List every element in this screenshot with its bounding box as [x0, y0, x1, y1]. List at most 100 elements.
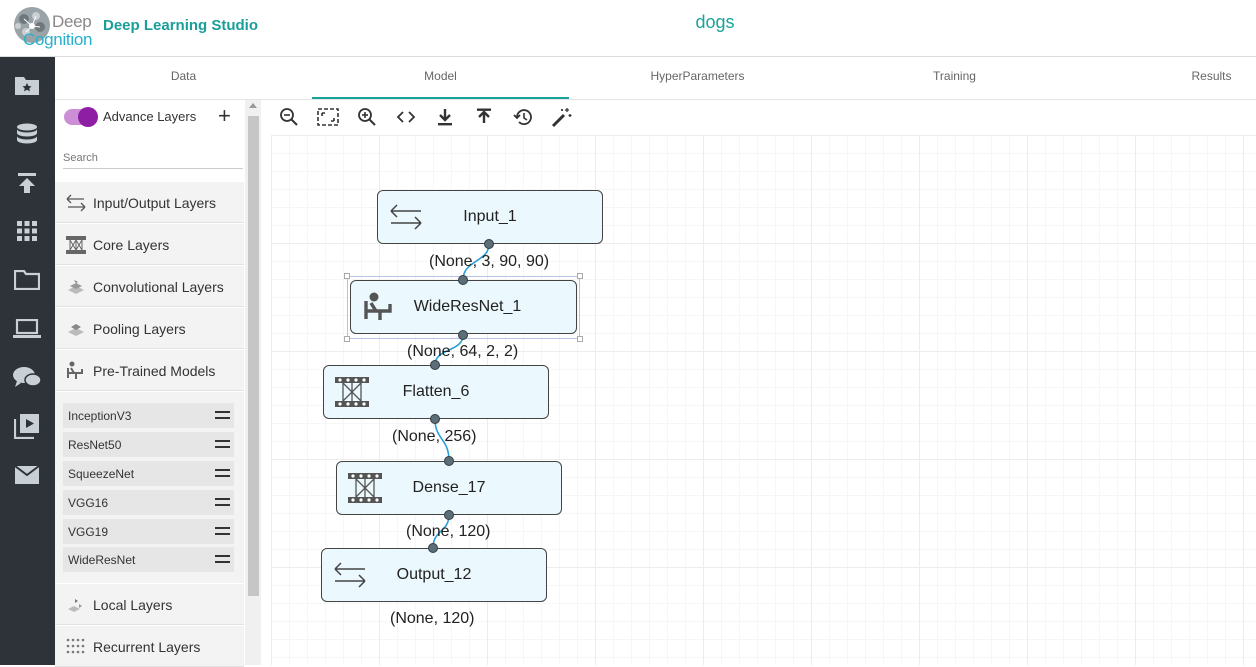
layer-node-wideresnet[interactable]: WideResNet_1	[350, 280, 577, 334]
pooling-icon	[68, 324, 84, 336]
pretrained-model-icon	[364, 292, 392, 320]
category-pretrained[interactable]: Pre-Trained Models	[55, 350, 244, 391]
category-core[interactable]: Core Layers	[55, 224, 244, 265]
layer-node-flatten[interactable]: Flatten_6	[323, 365, 549, 419]
app-header: Deep Cognition Deep Learning Studio dogs	[0, 0, 1256, 57]
fit-view-icon[interactable]	[317, 106, 339, 128]
drag-handle-icon[interactable]	[215, 440, 230, 448]
category-label: Recurrent Layers	[93, 639, 201, 655]
category-input-output[interactable]: Input/Output Layers	[55, 182, 244, 223]
layer-node-dense[interactable]: Dense_17	[336, 461, 562, 515]
pretrained-models-list: InceptionV3 ResNet50 SqueezeNet VGG16 VG…	[55, 392, 244, 583]
tab-training[interactable]: Training	[933, 69, 976, 83]
tab-results[interactable]: Results	[1191, 69, 1232, 83]
projects-icon[interactable]	[12, 71, 42, 99]
logo-text-cognition: Cognition	[23, 30, 93, 49]
folder-icon[interactable]	[12, 266, 42, 294]
output-shape-label: (None, 3, 90, 90)	[429, 253, 550, 270]
resize-handle[interactable]	[344, 336, 350, 342]
category-convolutional[interactable]: Convolutional Layers	[55, 266, 244, 307]
zoom-in-icon[interactable]	[356, 106, 378, 128]
category-label: Core Layers	[93, 237, 170, 253]
model-label: InceptionV3	[68, 409, 132, 423]
chat-icon[interactable]	[12, 364, 42, 392]
category-label: Local Layers	[93, 597, 173, 613]
model-item-inceptionv3[interactable]: InceptionV3	[63, 403, 234, 428]
tab-data[interactable]: Data	[170, 69, 197, 83]
model-label: VGG19	[68, 525, 109, 539]
drag-handle-icon[interactable]	[215, 527, 230, 535]
model-item-squeezenet[interactable]: SqueezeNet	[63, 461, 234, 486]
core-layer-icon	[66, 236, 86, 254]
layer-node-input[interactable]: Input_1	[377, 190, 603, 244]
output-shape-label: (None, 256)	[392, 428, 477, 445]
category-local[interactable]: Local Layers	[55, 584, 244, 625]
advance-layers-label: Advance Layers	[103, 109, 197, 124]
model-label: ResNet50	[68, 438, 122, 452]
output-shape-label: (None, 64, 2, 2)	[407, 343, 519, 360]
tab-hyperparameters[interactable]: HyperParameters	[650, 69, 745, 83]
advance-layers-toggle[interactable]	[64, 107, 98, 127]
local-layer-icon	[68, 599, 82, 612]
recurrent-grid-icon	[66, 638, 85, 654]
model-item-wideresnet[interactable]: WideResNet	[63, 547, 234, 572]
app-title: Deep Learning Studio	[103, 17, 259, 34]
output-port[interactable]	[484, 239, 494, 249]
model-label: WideResNet	[68, 553, 136, 567]
input-port[interactable]	[428, 543, 438, 553]
category-label: Pre-Trained Models	[93, 363, 216, 379]
resize-handle[interactable]	[577, 336, 583, 342]
datasets-icon[interactable]	[12, 121, 42, 149]
download-icon[interactable]	[434, 106, 456, 128]
output-port[interactable]	[458, 330, 468, 340]
output-port[interactable]	[444, 510, 454, 520]
output-shape-label: (None, 120)	[406, 523, 491, 540]
upload-model-icon[interactable]	[473, 106, 495, 128]
deep-cognition-logo[interactable]: Deep Cognition	[10, 5, 100, 51]
panel-scroll-thumb[interactable]	[248, 116, 259, 596]
magic-wand-icon[interactable]	[551, 106, 573, 128]
core-layer-icon	[348, 473, 382, 503]
scroll-up-arrow-icon[interactable]	[249, 103, 257, 108]
category-pooling[interactable]: Pooling Layers	[55, 308, 244, 349]
code-icon[interactable]	[395, 106, 417, 128]
model-item-vgg16[interactable]: VGG16	[63, 490, 234, 515]
drag-handle-icon[interactable]	[215, 469, 230, 477]
layer-search-input[interactable]	[63, 147, 243, 169]
mail-icon[interactable]	[12, 461, 42, 489]
history-icon[interactable]	[512, 106, 534, 128]
node-label: Output_12	[396, 566, 472, 583]
output-shape-label: (None, 120)	[390, 610, 475, 627]
drag-handle-icon[interactable]	[215, 411, 230, 419]
apps-grid-icon[interactable]	[12, 217, 42, 245]
input-port[interactable]	[458, 275, 468, 285]
drag-handle-icon[interactable]	[215, 555, 230, 563]
model-item-resnet50[interactable]: ResNet50	[63, 432, 234, 457]
layers-panel: Advance Layers + Input/Output Layers Cor…	[55, 100, 245, 667]
output-port[interactable]	[430, 414, 440, 424]
node-label: WideResNet_1	[413, 298, 522, 315]
toggle-knob	[78, 107, 98, 127]
resize-handle[interactable]	[577, 273, 583, 279]
swap-arrows-icon	[66, 194, 86, 212]
zoom-out-icon[interactable]	[278, 106, 300, 128]
drag-handle-icon[interactable]	[215, 498, 230, 506]
input-port[interactable]	[430, 360, 440, 370]
resize-handle[interactable]	[344, 273, 350, 279]
category-label: Input/Output Layers	[93, 195, 216, 211]
model-item-vgg19[interactable]: VGG19	[63, 519, 234, 544]
model-label: VGG16	[68, 496, 109, 510]
laptop-icon[interactable]	[12, 315, 42, 343]
input-port[interactable]	[444, 456, 454, 466]
left-nav-rail	[0, 57, 55, 665]
upload-icon[interactable]	[12, 169, 42, 197]
category-recurrent[interactable]: Recurrent Layers	[55, 626, 244, 667]
workflow-tabs: Data Model HyperParameters Training Resu…	[55, 57, 1256, 100]
active-tab-indicator	[312, 97, 569, 99]
input-output-icon	[390, 204, 422, 230]
video-library-icon[interactable]	[12, 412, 42, 440]
tab-model[interactable]: Model	[424, 69, 457, 83]
layer-node-output[interactable]: Output_12	[321, 548, 547, 602]
node-label: Flatten_6	[402, 383, 470, 400]
add-layer-button[interactable]: +	[218, 103, 231, 128]
